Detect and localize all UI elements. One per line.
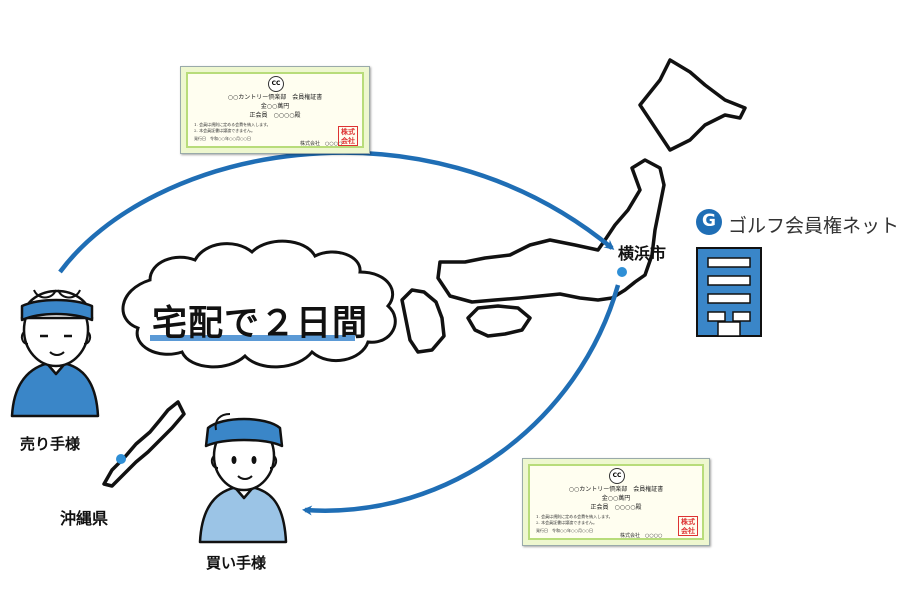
certificate-amount: 金○○萬円 [601, 495, 631, 502]
certificate-date: 発行日 令和○○年○○月○○日 [194, 136, 251, 141]
certificate-issuer: 株式会社 ○○○○ [300, 141, 343, 147]
buyer-label: 買い手様 [206, 554, 267, 572]
certificate-issuer: 株式会社 ○○○○ [620, 533, 663, 539]
certificate-note2: 2. 本会員証書は譲渡できません。 [536, 520, 597, 525]
certificate-member: 正会員 ○○○○殿 [590, 504, 642, 511]
certificate-logo-icon: CC [609, 468, 625, 484]
certificate-date: 発行日 令和○○年○○月○○日 [536, 528, 593, 533]
arrow-yokohama-to-buyer [302, 284, 621, 516]
honshu-island [436, 158, 666, 304]
company-name: ゴルフ会員権ネット [728, 215, 900, 237]
certificate-amount: 金○○萬円 [260, 103, 290, 110]
okinawa-label: 沖縄県 [60, 509, 109, 528]
certificate-note1: 1. 会員は規則に定める会費を納入します。 [536, 514, 613, 519]
shikoku-island [466, 304, 532, 338]
membership-certificate-top: CC ○○カントリー倶楽部 会員権証書 金○○萬円 正会員 ○○○○殿 1. 会… [180, 66, 370, 154]
certificate-member: 正会員 ○○○○殿 [249, 112, 301, 119]
delivery-underline [150, 335, 355, 341]
office-building [696, 247, 762, 337]
arrow-seller-to-yokohama [58, 150, 615, 274]
certificate-title: ○○カントリー倶楽部 会員権証書 [568, 486, 664, 493]
certificate-title: ○○カントリー倶楽部 会員権証書 [227, 94, 323, 101]
yokohama-label: 横浜市 [618, 244, 667, 263]
membership-certificate-bottom: CC ○○カントリー倶楽部 会員権証書 金○○萬円 正会員 ○○○○殿 1. 会… [522, 458, 710, 546]
delivery-label: 宅配で２日間 [152, 304, 369, 344]
okinawa-island [102, 400, 186, 488]
kyushu-island [400, 288, 446, 354]
company-logo-icon [696, 209, 722, 235]
okinawa-pin [116, 454, 126, 464]
japan-map [102, 58, 747, 488]
certificate-note2: 2. 本会員証書は譲渡できません。 [194, 128, 255, 133]
seller-person-icon [10, 289, 100, 418]
certificate-logo-icon: CC [268, 76, 284, 92]
buyer-person-icon [198, 413, 288, 544]
seller-label: 売り手様 [20, 435, 81, 453]
hokkaido-island [638, 58, 747, 152]
yokohama-pin [617, 267, 627, 277]
certificate-stamp: 株式会社 [678, 516, 698, 536]
company-logo-letter: G [702, 211, 716, 231]
certificate-stamp: 株式会社 [338, 126, 358, 146]
certificate-note1: 1. 会員は規則に定める会費を納入します。 [194, 122, 271, 127]
